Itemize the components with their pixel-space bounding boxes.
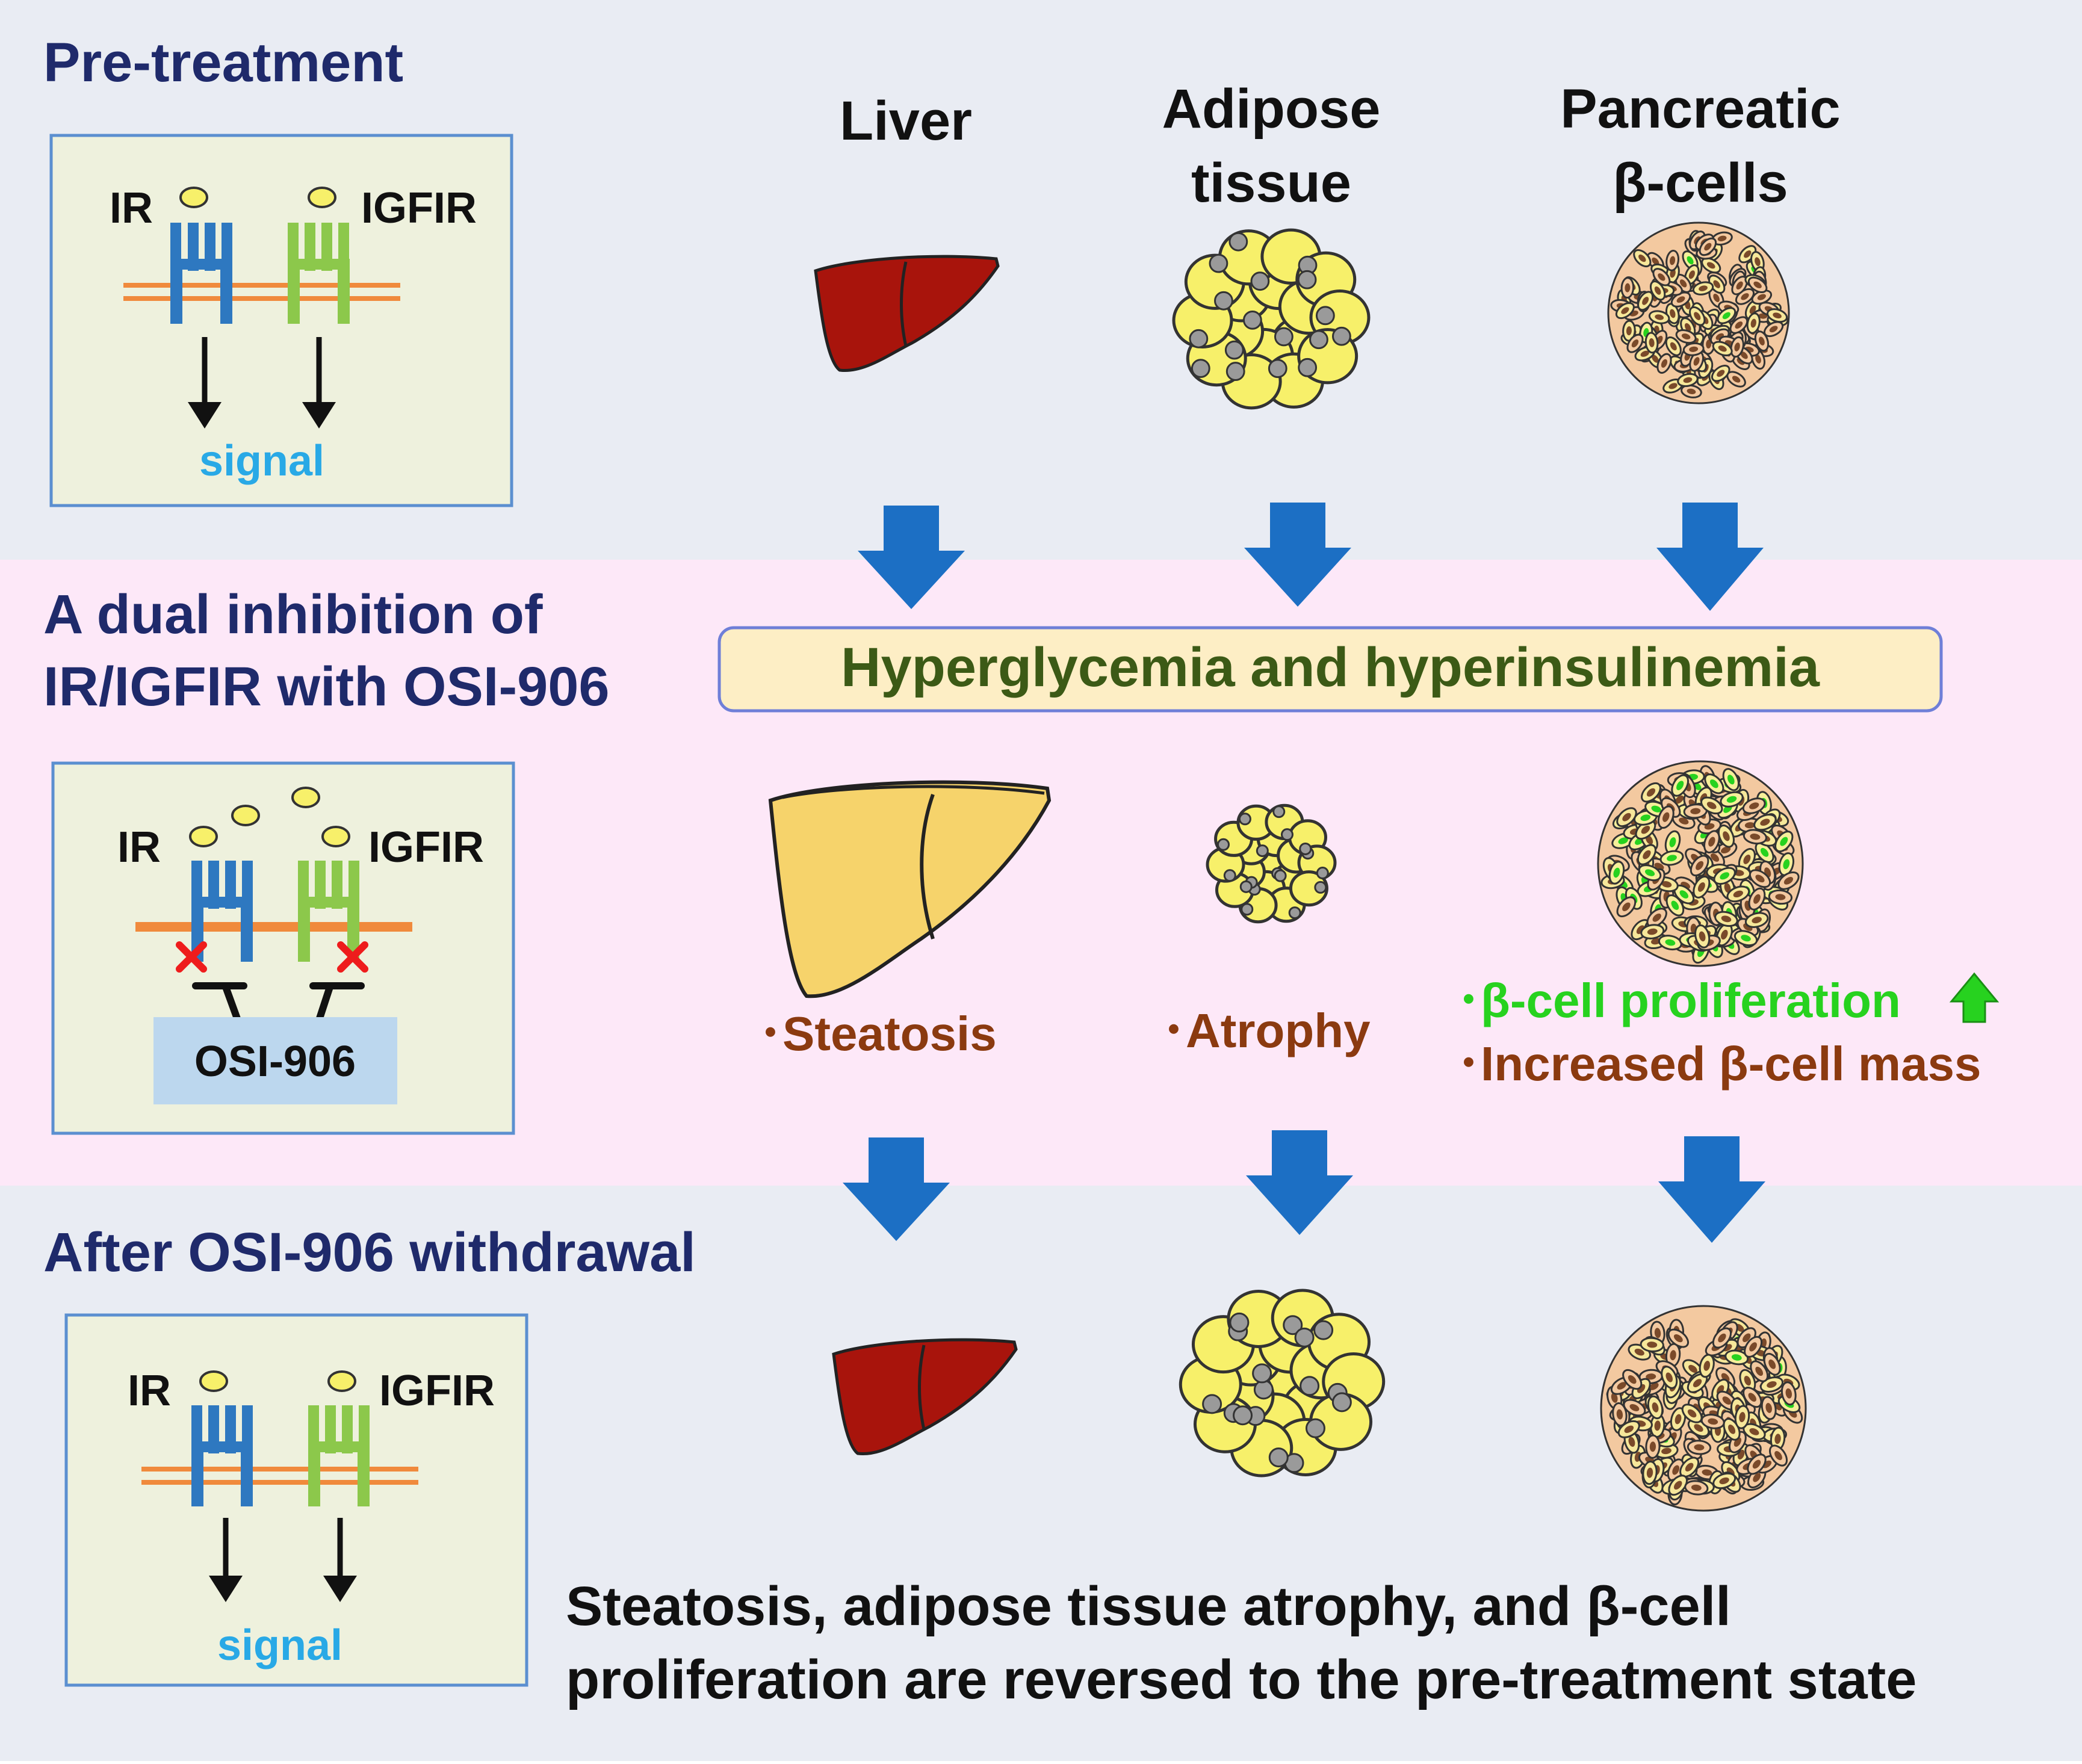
- beta-column-header-line1: Pancreatic: [1560, 78, 1840, 140]
- atrophy-label: ･Atrophy: [1162, 1004, 1371, 1057]
- steatosis-label: ･Steatosis: [758, 1007, 997, 1060]
- ligand-icon: [327, 1370, 356, 1392]
- beta-cell-clusters: [1597, 221, 1807, 1512]
- ir-receptor-icon: [170, 223, 232, 324]
- conclusion-line2: proliferation are reversed to the pre-tr…: [566, 1649, 1916, 1710]
- osi-906-label: OSI-906: [194, 1038, 356, 1086]
- igfir-label: IGFIR: [379, 1367, 495, 1415]
- inhibition-title-line2: IR/IGFIR with OSI-906: [43, 656, 610, 717]
- ligand-icon: [189, 826, 218, 847]
- receptor-panel-inhibited: IR IGFIR OSI-906: [51, 761, 515, 1135]
- beta-cell-islet-icon: [1607, 221, 1790, 404]
- down-arrow-icon: [1244, 503, 1351, 607]
- signal-label: signal: [199, 437, 324, 485]
- adipose-column-header-line1: Adipose: [1162, 78, 1381, 140]
- membrane: [123, 296, 400, 301]
- transition-arrows-bottom: [843, 1130, 1765, 1243]
- conclusion-line1: Steatosis, adipose tissue atrophy, and β…: [566, 1576, 1731, 1637]
- down-arrow-icon: [1656, 503, 1764, 611]
- osi-906-box: [153, 1017, 397, 1104]
- transition-arrows-top: [858, 503, 1764, 611]
- ir-label: IR: [110, 184, 153, 232]
- liver-icon: [814, 255, 1000, 373]
- signal-label: signal: [217, 1621, 342, 1670]
- ir-label: IR: [128, 1367, 171, 1415]
- condition-banner-text: Hyperglycemia and hyperinsulinemia: [841, 637, 1820, 698]
- condition-banner: [717, 626, 1943, 713]
- pre-treatment-title: Pre-treatment: [43, 32, 403, 93]
- atrophic-adipocyte-cluster-icon: [1206, 803, 1337, 924]
- ligand-icon: [321, 826, 350, 847]
- beta-proliferation-label: ･β-cell proliferation: [1457, 974, 1901, 1027]
- liver-icon: [832, 1338, 1018, 1456]
- adipocyte-cluster-icon: [1172, 228, 1371, 410]
- signal-arrow-icon: [188, 337, 336, 429]
- ligand-icon: [291, 787, 320, 808]
- after-title: After OSI-906 withdrawal: [43, 1222, 696, 1283]
- ir-receptor-icon: [191, 1405, 253, 1506]
- ligand-icon: [199, 1370, 228, 1392]
- membrane: [123, 283, 400, 288]
- down-arrow-icon: [1246, 1130, 1353, 1235]
- ligand-icon: [179, 187, 208, 208]
- igfir-receptor-icon: [288, 223, 350, 324]
- inhibition-bar-icon: [192, 982, 365, 1024]
- igfir-receptor-icon: [298, 861, 359, 962]
- adipose-clusters: [1172, 228, 1386, 1478]
- ligand-icon: [231, 805, 260, 826]
- ligand-icon: [308, 187, 336, 208]
- down-arrow-icon: [1658, 1136, 1765, 1243]
- beta-column-header-line2: β-cells: [1613, 152, 1788, 214]
- membrane: [135, 922, 412, 932]
- beta-cell-islet-icon: [1600, 1305, 1807, 1512]
- increased-mass-label: ･Increased β-cell mass: [1457, 1037, 1981, 1091]
- receptor-panel-pre: IR IGFIR signal: [49, 134, 513, 507]
- down-arrow-icon: [843, 1137, 950, 1241]
- down-arrow-icon: [858, 506, 965, 609]
- adipocyte-cluster-icon: [1179, 1289, 1386, 1478]
- signal-arrow-icon: [209, 1518, 357, 1602]
- igfir-label: IGFIR: [361, 184, 477, 232]
- receptor-panel-after: IR IGFIR signal: [64, 1313, 528, 1687]
- up-arrow-icon: [1949, 972, 2000, 1023]
- block-x-icon: [176, 941, 368, 973]
- membrane: [141, 1480, 418, 1485]
- igfir-label: IGFIR: [368, 823, 484, 871]
- ir-receptor-icon: [191, 861, 253, 962]
- membrane: [141, 1467, 418, 1472]
- inhibition-title-line1: A dual inhibition of: [43, 584, 543, 645]
- liver-column-header: Liver: [840, 90, 972, 152]
- igfir-receptor-icon: [308, 1405, 370, 1506]
- fatty-liver-icon: [768, 780, 1052, 998]
- ir-label: IR: [117, 823, 161, 871]
- adipose-column-header-line2: tissue: [1191, 152, 1351, 214]
- proliferating-beta-cell-islet-icon: [1597, 760, 1804, 967]
